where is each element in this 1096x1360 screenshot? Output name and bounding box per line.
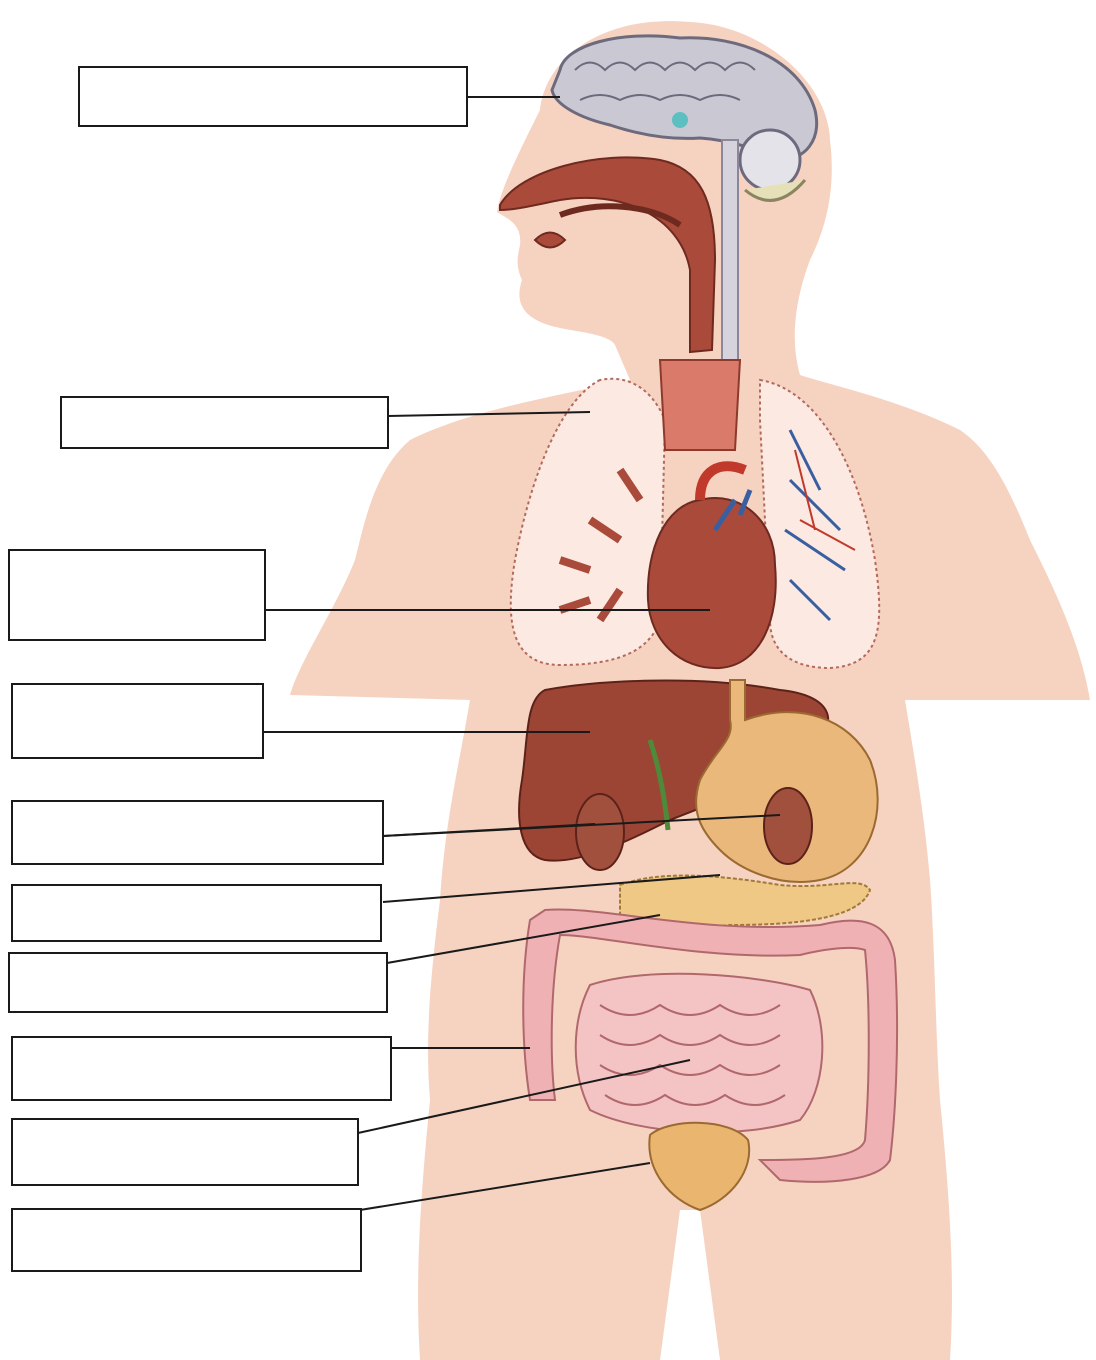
label-box-liver[interactable] bbox=[11, 683, 264, 759]
label-box-heart[interactable] bbox=[8, 549, 266, 641]
label-box-lungs[interactable] bbox=[60, 396, 389, 449]
label-box-brain[interactable] bbox=[78, 66, 468, 127]
label-box-bladder[interactable] bbox=[11, 1208, 362, 1272]
label-box-stomach[interactable] bbox=[11, 884, 382, 942]
label-box-small-intestine[interactable] bbox=[11, 1118, 359, 1186]
label-box-large-intestine[interactable] bbox=[11, 1036, 392, 1101]
small-intestine-organ bbox=[576, 974, 823, 1133]
label-box-pancreas[interactable] bbox=[8, 952, 388, 1013]
label-box-kidneys[interactable] bbox=[11, 800, 384, 865]
